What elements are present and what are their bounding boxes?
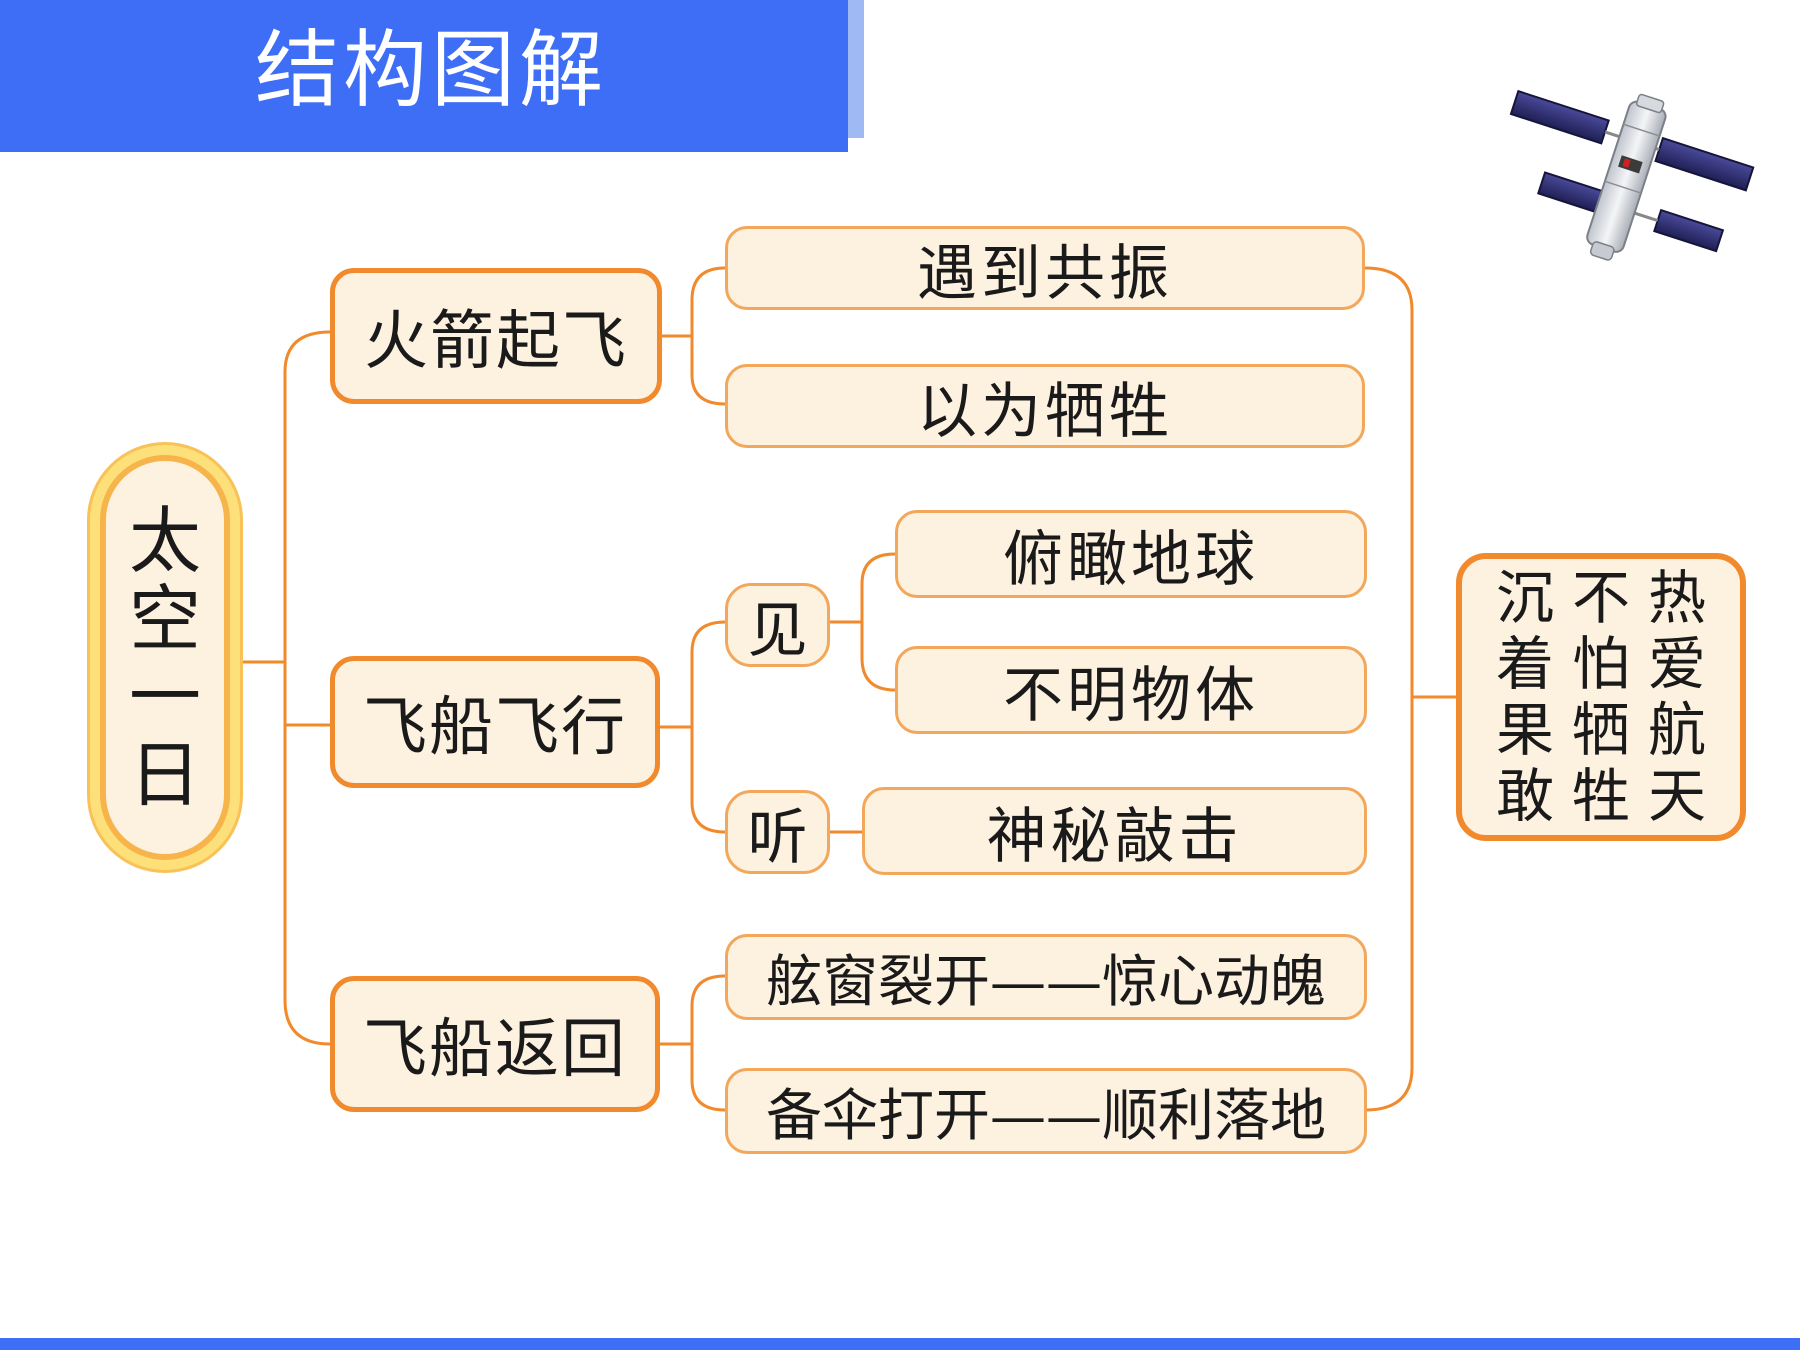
- leaf-parachute-open: 备伞打开——顺利落地: [725, 1068, 1367, 1154]
- summary-char: 热: [1648, 564, 1707, 632]
- connector-branch-3-bracket: [660, 974, 726, 1112]
- root-node: 太 空 一 日: [100, 455, 230, 860]
- header-accent-strip: [848, 0, 864, 138]
- leaf-unknown-object: 不明物体: [895, 646, 1367, 734]
- leaf-window-crack: 舷窗裂开——惊心动魄: [725, 934, 1367, 1020]
- page-title: 结构图解: [255, 21, 608, 119]
- summary-char: 沉: [1495, 564, 1554, 632]
- summary-box: 沉 着 果 敢 不 怕 牺 牲 热 爱 航 天: [1456, 553, 1746, 841]
- subnode-see: 见: [725, 583, 830, 667]
- summary-char: 爱: [1648, 630, 1707, 698]
- summary-column: 热 爱 航 天: [1648, 559, 1706, 835]
- subnode-hear: 听: [725, 790, 830, 874]
- summary-char: 敢: [1495, 762, 1554, 830]
- summary-char: 航: [1648, 696, 1707, 764]
- connector-trunk: [283, 330, 331, 1046]
- root-char: 太: [128, 498, 201, 583]
- root-char: 空: [128, 576, 201, 661]
- branch-spacecraft-return: 飞船返回: [330, 976, 660, 1112]
- summary-char: 天: [1648, 762, 1707, 830]
- header-bar: 结构图解: [0, 0, 848, 152]
- summary-char: 不: [1571, 564, 1630, 632]
- root-char: 一: [128, 654, 201, 739]
- connector-see-bracket: [830, 552, 896, 692]
- summary-char: 果: [1495, 696, 1554, 764]
- connector-summary: [1364, 266, 1456, 1112]
- summary-char: 着: [1495, 630, 1554, 698]
- leaf-resonance: 遇到共振: [725, 226, 1365, 310]
- root-char: 日: [128, 732, 201, 817]
- summary-column: 沉 着 果 敢: [1496, 559, 1554, 835]
- summary-column: 不 怕 牺 牲: [1572, 559, 1630, 835]
- leaf-overlook-earth: 俯瞰地球: [895, 510, 1367, 598]
- connector-branch-2-bracket: [660, 620, 726, 834]
- summary-char: 牲: [1571, 762, 1630, 830]
- summary-char: 牺: [1571, 696, 1630, 764]
- connector-branch-1-bracket: [662, 266, 726, 406]
- summary-char: 怕: [1571, 630, 1630, 698]
- footer-bar: [0, 1338, 1800, 1350]
- branch-rocket-launch: 火箭起飞: [330, 268, 662, 404]
- leaf-sacrifice: 以为牺牲: [725, 364, 1365, 448]
- leaf-mysterious-knock: 神秘敲击: [862, 787, 1367, 875]
- branch-spacecraft-flight: 飞船飞行: [330, 656, 660, 788]
- satellite-icon: [1509, 89, 1755, 261]
